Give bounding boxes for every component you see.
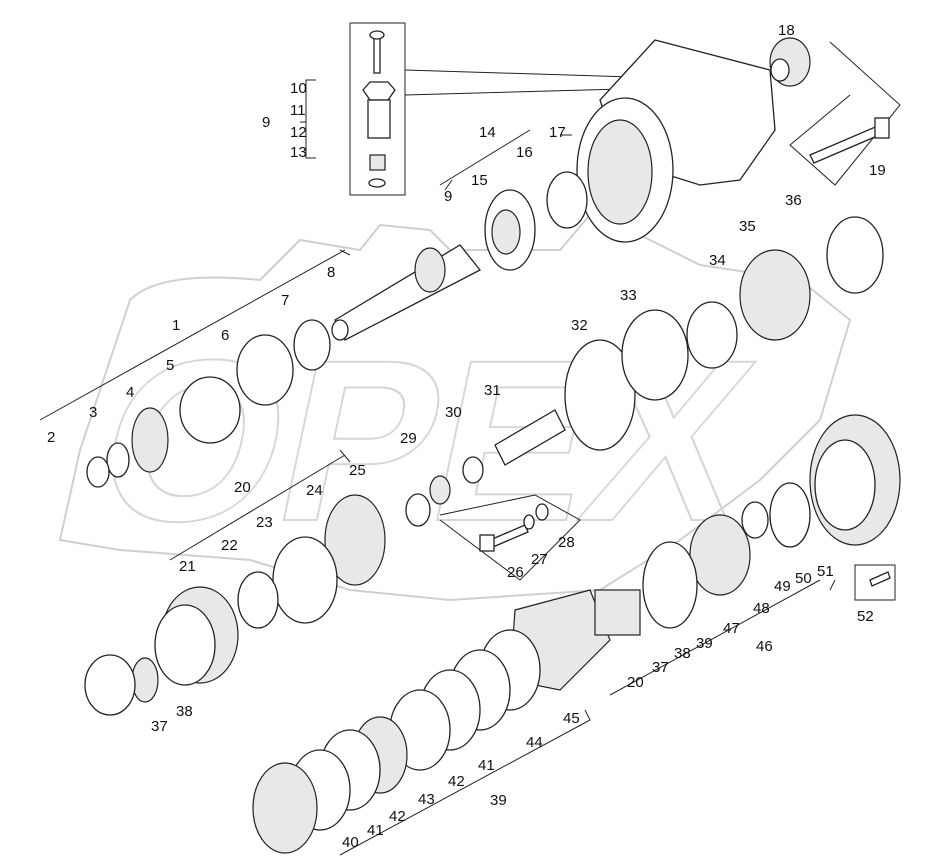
part-number-label: 34	[709, 252, 726, 269]
part-number-label: 2	[47, 429, 55, 446]
part-number-label: 33	[620, 287, 637, 304]
left-stack	[39, 249, 351, 488]
lower-left-parts	[84, 449, 386, 716]
part-number-label: 6	[221, 327, 229, 344]
middle-parts	[405, 409, 581, 581]
part-number-label: 4	[126, 384, 134, 401]
part-number-label: 15	[471, 172, 488, 189]
part-number-label: 9	[444, 188, 452, 205]
part-number-label: 24	[306, 482, 323, 499]
part-number-label: 30	[445, 404, 462, 421]
part-number-label: 42	[448, 773, 465, 790]
gear-and-bolt	[769, 37, 901, 186]
clutch-ring-stack	[252, 629, 591, 856]
part-number-label: 12	[290, 124, 307, 141]
motor-housing	[560, 39, 776, 243]
part-number-label: 9	[262, 114, 270, 131]
part-number-label: 40	[342, 834, 359, 851]
right-stack	[564, 216, 884, 451]
shaft-8	[331, 244, 482, 341]
part-number-label: 13	[290, 144, 307, 161]
part-number-label: 32	[571, 317, 588, 334]
part-number-label: 41	[478, 757, 495, 774]
part-number-label: 47	[723, 620, 740, 637]
bearing-bore	[491, 209, 521, 255]
part-number-label: 37	[151, 718, 168, 735]
part-number-label: 44	[526, 734, 543, 751]
part-number-label: 31	[484, 382, 501, 399]
part-number-label: 37	[652, 659, 669, 676]
part-number-label: 23	[256, 514, 273, 531]
part-number-label: 22	[221, 537, 238, 554]
part-number-label: 39	[490, 792, 507, 809]
part-number-label: 42	[389, 808, 406, 825]
part-number-label: 29	[400, 430, 417, 447]
lower-right-parts	[509, 414, 901, 696]
seal-16	[546, 171, 588, 229]
part-number-label: 20	[627, 674, 644, 691]
leader	[439, 129, 531, 191]
part-number-label: 48	[753, 600, 770, 617]
part-number-label: 26	[507, 564, 524, 581]
part-number-label: 11	[290, 102, 306, 119]
part-number-label: 14	[479, 124, 496, 141]
part-number-label: 5	[166, 357, 174, 374]
part-number-label: 27	[531, 551, 548, 568]
part-number-label: 7	[281, 292, 289, 309]
part-number-label: 17	[549, 124, 566, 141]
part-number-label: 38	[176, 703, 193, 720]
valve-kit	[300, 22, 666, 196]
part-number-label: 52	[857, 608, 874, 625]
part-number-label: 41	[367, 822, 384, 839]
part-number-label: 49	[774, 578, 791, 595]
part-number-label: 36	[785, 192, 802, 209]
part-number-label: 28	[558, 534, 575, 551]
part-number-label: 38	[674, 645, 691, 662]
part-number-label: 51	[817, 563, 834, 580]
part-number-label: 43	[418, 791, 435, 808]
part-number-label: 8	[327, 264, 335, 281]
part-number-label: 46	[756, 638, 773, 655]
part-number-label: 19	[869, 162, 886, 179]
part-number-label: 20	[234, 479, 251, 496]
part-number-label: 3	[89, 404, 97, 421]
part-number-label: 45	[563, 710, 580, 727]
part-number-label: 18	[778, 22, 795, 39]
part-number-label: 39	[696, 635, 713, 652]
part-number-label: 21	[179, 558, 196, 575]
part-number-label: 50	[795, 570, 812, 587]
part-number-label: 35	[739, 218, 756, 235]
part-number-label: 1	[172, 317, 180, 334]
part-number-label: 25	[349, 462, 366, 479]
part-number-label: 10	[290, 80, 307, 97]
part-number-label: 16	[516, 144, 533, 161]
